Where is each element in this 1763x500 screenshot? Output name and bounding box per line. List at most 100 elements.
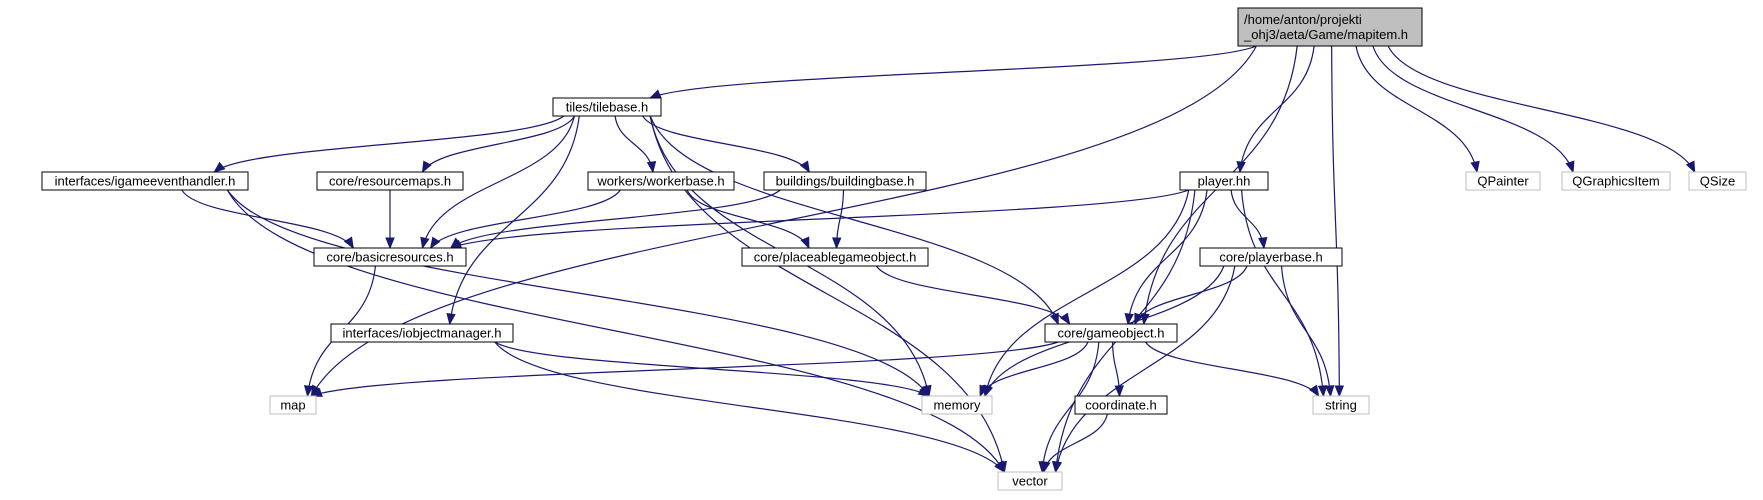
node-basicresources[interactable]: core/basicresources.h bbox=[313, 247, 467, 267]
node-label: interfaces/igameeventhandler.h bbox=[55, 174, 236, 189]
edge-line bbox=[1134, 265, 1248, 325]
arrowhead bbox=[310, 387, 323, 397]
edge-gameobject-to-coordinate bbox=[1111, 341, 1124, 398]
edge-line bbox=[422, 115, 575, 173]
node-box bbox=[1074, 395, 1168, 415]
arrowhead bbox=[213, 161, 226, 173]
node-igameeventhandler[interactable]: interfaces/igameeventhandler.h bbox=[41, 171, 249, 191]
node-label: player.hh bbox=[1198, 174, 1251, 189]
edge-root-to-qpainter bbox=[1355, 45, 1480, 174]
arrowhead bbox=[917, 386, 931, 397]
node-box bbox=[1237, 7, 1423, 47]
node-buildingbase[interactable]: buildings/buildingbase.h bbox=[763, 171, 927, 191]
edge-playerbase-to-string bbox=[1280, 265, 1335, 398]
node-player[interactable]: player.hh bbox=[1179, 171, 1269, 191]
arrowhead bbox=[1258, 237, 1268, 250]
arrowhead bbox=[429, 236, 441, 250]
edge-tilebase-to-workerbase bbox=[614, 115, 657, 174]
edge-player-to-basicresources bbox=[449, 189, 1190, 249]
arrowhead bbox=[446, 312, 456, 326]
node-box bbox=[997, 471, 1063, 491]
edge-tilebase-to-gameobject bbox=[649, 115, 1059, 326]
edge-line bbox=[311, 341, 1059, 397]
edge-workerbase-to-placeable bbox=[686, 189, 810, 250]
edge-player-to-playerbase bbox=[1230, 189, 1268, 250]
arrowhead bbox=[979, 384, 989, 398]
edge-player-to-string bbox=[1240, 189, 1328, 398]
node-box bbox=[552, 97, 662, 117]
node-box bbox=[41, 171, 249, 191]
node-box bbox=[1465, 171, 1541, 191]
edge-line bbox=[642, 115, 810, 173]
node-qgraphicsitem: QGraphicsItem bbox=[1561, 171, 1671, 191]
node-placeable[interactable]: core/placeablegameobject.h bbox=[741, 247, 929, 267]
edge-gameobject-to-map bbox=[310, 341, 1059, 397]
edge-line bbox=[494, 341, 1005, 473]
node-workerbase[interactable]: workers/workerbase.h bbox=[587, 171, 735, 191]
edge-igameeventhandler-to-memory bbox=[226, 189, 930, 398]
node-label: QSize bbox=[1700, 174, 1735, 189]
edge-placeable-to-gameobject bbox=[875, 265, 1071, 326]
edge-player-to-gameobject bbox=[1124, 189, 1208, 326]
edge-tilebase-to-buildingbase bbox=[642, 115, 810, 174]
edge-workerbase-to-basicresources bbox=[429, 189, 621, 250]
arrowhead bbox=[1059, 312, 1071, 326]
edge-line bbox=[1127, 189, 1208, 325]
edge-line bbox=[1055, 265, 1236, 473]
edge-line bbox=[1239, 45, 1315, 173]
arrowhead bbox=[1114, 385, 1124, 398]
edge-buildingbase-to-placeable bbox=[832, 189, 845, 250]
node-playerbase[interactable]: core/playerbase.h bbox=[1199, 247, 1343, 267]
node-tilebase[interactable]: tiles/tilebase.h bbox=[552, 97, 662, 117]
node-box bbox=[763, 171, 927, 191]
edge-line bbox=[1144, 341, 1320, 397]
node-label: coordinate.h bbox=[1085, 398, 1157, 413]
arrowhead bbox=[1124, 313, 1134, 326]
edge-line bbox=[421, 115, 576, 249]
node-coordinate[interactable]: coordinate.h bbox=[1074, 395, 1168, 415]
node-vector: vector bbox=[997, 471, 1063, 491]
edge-root-to-qgraphicsitem bbox=[1372, 45, 1575, 174]
arrowhead bbox=[1052, 460, 1063, 474]
node-memory: memory bbox=[921, 395, 993, 415]
edge-tilebase-to-igameeventhandler bbox=[213, 115, 565, 173]
node-label: tiles/tilebase.h bbox=[566, 100, 648, 115]
edge-line bbox=[614, 115, 654, 173]
node-iobjectmanager[interactable]: interfaces/iobjectmanager.h bbox=[330, 323, 514, 343]
arrowhead bbox=[994, 460, 1006, 474]
arrowhead bbox=[1049, 312, 1059, 326]
node-label: core/playerbase.h bbox=[1219, 250, 1322, 265]
arrowhead bbox=[385, 237, 395, 250]
edge-line bbox=[450, 189, 1190, 249]
edge-line bbox=[1280, 265, 1332, 397]
node-label: _ohj3/aeta/Game/mapitem.h bbox=[1243, 27, 1408, 42]
node-resourcemaps[interactable]: core/resourcemaps.h bbox=[316, 171, 464, 191]
edge-line bbox=[1041, 341, 1100, 473]
edge-line bbox=[649, 115, 1059, 325]
edge-root-to-tilebase bbox=[648, 45, 1257, 99]
node-label: interfaces/iobjectmanager.h bbox=[343, 326, 502, 341]
edge-root-to-qsize bbox=[1387, 45, 1696, 174]
node-root[interactable]: /home/anton/projekti_ohj3/aeta/Game/mapi… bbox=[1237, 7, 1423, 47]
edge-root-to-player bbox=[1236, 45, 1315, 174]
node-string: string bbox=[1312, 395, 1370, 415]
edge-gameobject-to-memory bbox=[979, 341, 1089, 398]
edge-line bbox=[1355, 45, 1478, 173]
edge-line bbox=[649, 45, 1257, 99]
node-box bbox=[1561, 171, 1671, 191]
edge-line bbox=[1387, 45, 1696, 173]
node-box bbox=[1312, 395, 1370, 415]
node-qsize: QSize bbox=[1688, 171, 1747, 191]
node-gameobject[interactable]: core/gameobject.h bbox=[1044, 323, 1178, 343]
node-box bbox=[313, 247, 467, 267]
node-label: string bbox=[1325, 398, 1357, 413]
node-label: core/placeablegameobject.h bbox=[754, 250, 917, 265]
arrowhead bbox=[303, 385, 314, 398]
edge-tilebase-to-iobjectmanager bbox=[446, 115, 580, 326]
edge-line bbox=[181, 189, 354, 249]
edge-line bbox=[449, 115, 580, 325]
node-label: core/basicresources.h bbox=[326, 250, 453, 265]
node-label: map bbox=[280, 398, 305, 413]
arrowhead bbox=[420, 236, 430, 250]
edge-resourcemaps-to-basicresources bbox=[385, 190, 395, 250]
